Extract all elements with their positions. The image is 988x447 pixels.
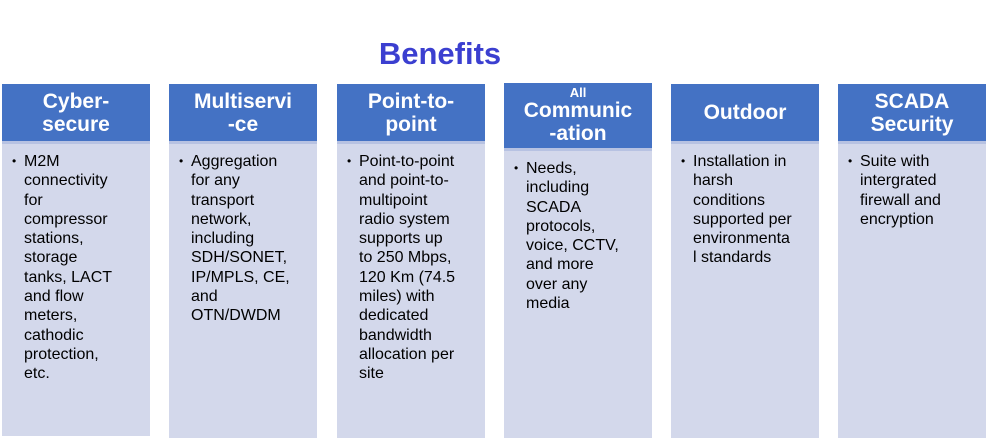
page-title: Benefits — [378, 36, 502, 71]
column-header: SCADA Security — [838, 84, 986, 141]
bullet-icon: • — [347, 154, 352, 168]
column-header-main: Communic -ation — [523, 99, 633, 145]
list-item: •Aggregation for any transport network, … — [179, 153, 290, 325]
bullet-icon: • — [514, 161, 519, 175]
list-item: •Point-to-point and point-to- multipoint… — [347, 153, 456, 383]
bullet-icon: • — [12, 154, 17, 168]
list-item: •Needs, including SCADA protocols, voice… — [514, 160, 619, 313]
column-body: •Aggregation for any transport network, … — [169, 141, 317, 438]
column-body: •Point-to-point and point-to- multipoint… — [337, 141, 485, 438]
bullet-icon: • — [179, 154, 184, 168]
column-header: Outdoor — [671, 84, 819, 141]
column-header: Point-to- point — [337, 84, 485, 141]
list-item: •Installation in harsh conditions suppor… — [681, 153, 792, 267]
column-header: Multiservi -ce — [169, 84, 317, 141]
column-body: •Needs, including SCADA protocols, voice… — [504, 148, 652, 438]
column-header-small: All — [569, 85, 587, 100]
list-item: •M2M connectivity for compressor station… — [12, 153, 113, 383]
column-body: •M2M connectivity for compressor station… — [2, 141, 150, 436]
bullet-icon: • — [848, 154, 853, 168]
column-header: Cyber- secure — [2, 84, 150, 141]
list-item: •Suite with intergrated firewall and enc… — [848, 153, 941, 228]
column-body: •Suite with intergrated firewall and enc… — [838, 141, 986, 438]
bullet-icon: • — [681, 154, 686, 168]
column-header: All Communic -ation — [504, 83, 652, 148]
column-body: •Installation in harsh conditions suppor… — [671, 141, 819, 438]
